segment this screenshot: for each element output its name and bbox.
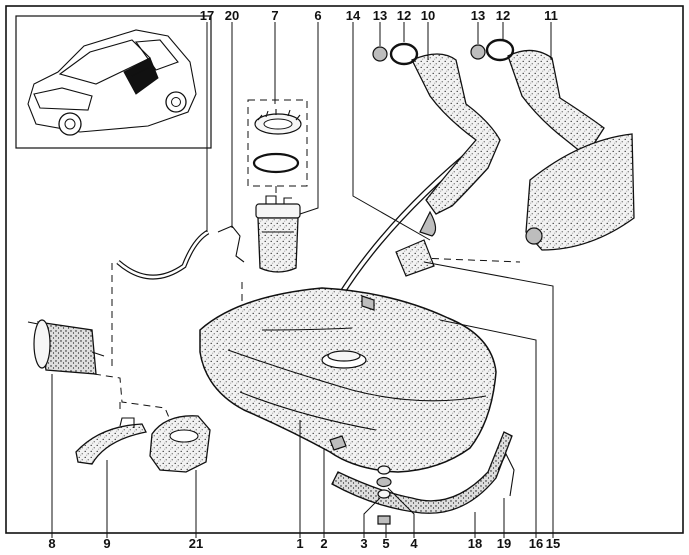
callouts-top: 17 20 7 6 14 13 12 10 13 12 11: [200, 8, 558, 23]
callout-10: 10: [421, 8, 435, 23]
callout-8: 8: [48, 536, 55, 551]
fuel-filter-and-brackets: [27, 262, 211, 473]
callout-4: 4: [410, 536, 418, 551]
fuel-lines: [116, 143, 521, 322]
callout-20: 20: [225, 8, 239, 23]
callout-7: 7: [271, 8, 278, 23]
callout-12-left: 12: [397, 8, 411, 23]
callout-9: 9: [103, 536, 110, 551]
callout-12-right: 12: [496, 8, 510, 23]
callout-3: 3: [360, 536, 367, 551]
diagram-frame: [5, 5, 684, 534]
strap-and-fasteners: [329, 431, 515, 525]
callout-13-right: 13: [471, 8, 485, 23]
callout-11: 11: [544, 8, 558, 23]
callout-1: 1: [296, 536, 303, 551]
callout-19: 19: [497, 536, 511, 551]
fuel-tank: [199, 287, 497, 473]
callout-18: 18: [468, 536, 482, 551]
filler-neck-right: [470, 38, 635, 251]
filler-neck-left: [372, 42, 501, 277]
car-thumbnail: [15, 15, 212, 149]
callout-13-left: 13: [373, 8, 387, 23]
callout-2: 2: [320, 536, 327, 551]
callouts-bottom: 8 9 21 1 2 3 5 4 18 19 16 15: [48, 536, 560, 551]
leader-lines: [51, 22, 554, 538]
callout-16: 16: [529, 536, 543, 551]
fuel-pump-assembly: [247, 99, 308, 273]
callout-17: 17: [200, 8, 214, 23]
callout-6: 6: [314, 8, 321, 23]
callout-21: 21: [189, 536, 203, 551]
callout-15: 15: [546, 536, 560, 551]
callout-5: 5: [382, 536, 389, 551]
callout-14: 14: [346, 8, 361, 23]
